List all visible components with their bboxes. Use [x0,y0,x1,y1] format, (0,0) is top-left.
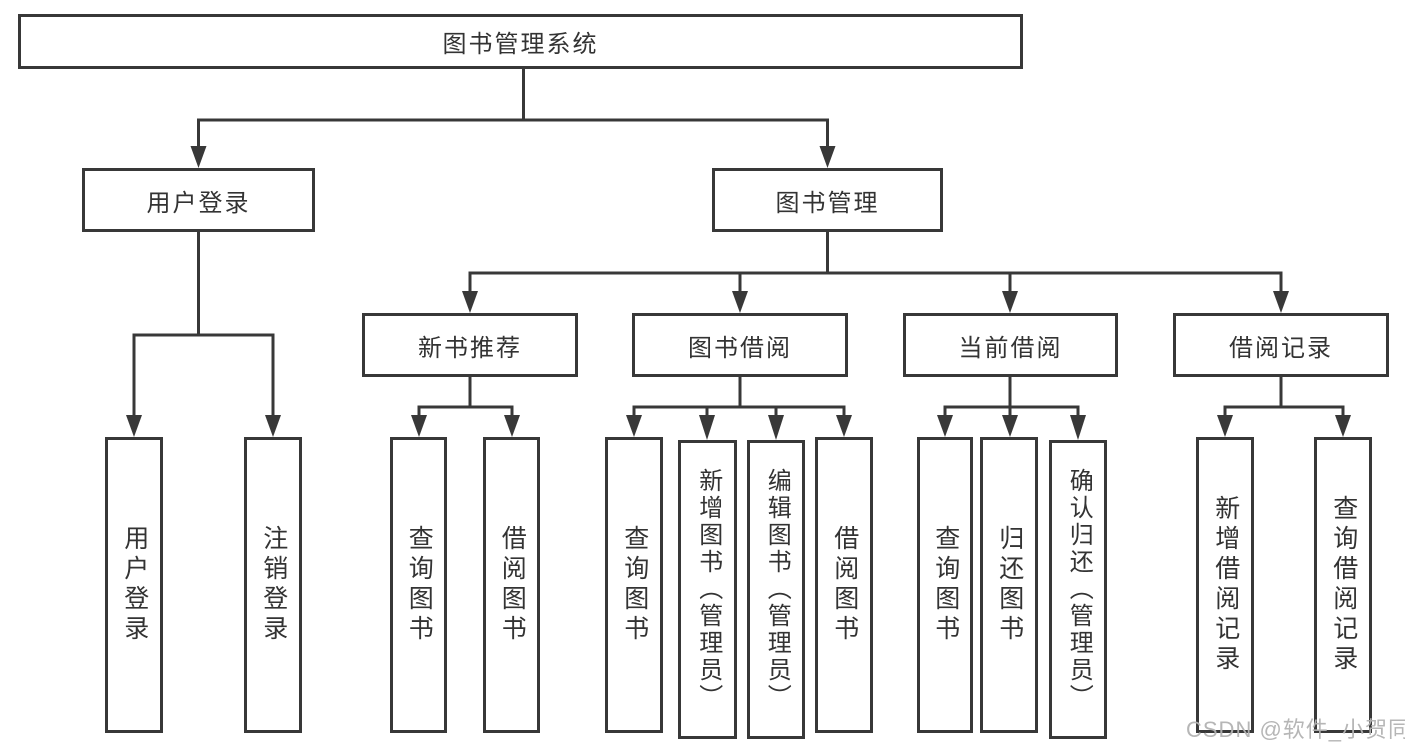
node-book-management-label: 图书管理 [775,189,880,217]
node-user-login: 用户登录 [82,168,315,232]
node-book-borrow-label: 图书借阅 [688,334,792,362]
leaf-borrow-books-borrow-label: 借阅图书 [830,525,859,645]
connector-borrow-records-arrowheads [1217,415,1351,437]
leaf-return-books-label: 归还图书 [995,525,1024,645]
node-root-library-system: 图书管理系统 [18,14,1023,69]
leaf-edit-book-admin: 编辑图书（管理员） [747,440,805,739]
connector-user-login-children [132,232,275,419]
leaf-user-login-label: 用户登录 [120,525,149,645]
leaf-add-book-admin-label: 新增图书（管理员） [694,468,722,711]
node-borrow-records-label: 借阅记录 [1229,334,1333,362]
node-new-book-recommend-label: 新书推荐 [418,334,522,362]
leaf-query-borrow-record: 查询借阅记录 [1314,437,1372,733]
leaf-edit-book-admin-label: 编辑图书（管理员） [763,468,791,711]
leaf-add-borrow-record-label: 新增借阅记录 [1211,495,1240,675]
node-borrow-records: 借阅记录 [1173,313,1389,377]
node-book-borrow: 图书借阅 [632,313,848,377]
connector-borrow-records-children [1223,377,1345,419]
connector-new-book-arrowheads [411,415,520,437]
leaf-query-books-recommend: 查询图书 [390,437,447,733]
connector-current-borrow-children [943,377,1080,419]
leaf-borrow-books-recommend-label: 借阅图书 [498,525,527,645]
connector-current-borrow-arrowheads [937,415,1086,440]
leaf-confirm-return-admin: 确认归还（管理员） [1049,440,1107,739]
connector-root-to-level2 [197,69,829,150]
leaf-confirm-return-admin-label: 确认归还（管理员） [1065,468,1093,711]
connector-book-borrow-children [632,377,846,419]
node-current-borrow: 当前借阅 [903,313,1118,377]
connector-root-to-level2-arrowheads [190,146,836,168]
node-current-borrow-label: 当前借阅 [958,334,1063,362]
leaf-user-login: 用户登录 [105,437,163,733]
node-book-management: 图书管理 [712,168,943,232]
connector-new-book-children [417,377,514,419]
leaf-query-books-current: 查询图书 [917,437,973,733]
leaf-add-book-admin: 新增图书（管理员） [678,440,737,739]
leaf-query-books-recommend-label: 查询图书 [405,525,434,645]
node-user-login-label: 用户登录 [146,189,251,217]
connector-book-management-children [468,232,1283,295]
leaf-query-books-borrow: 查询图书 [605,437,663,733]
leaf-logout-label: 注销登录 [259,525,288,645]
leaf-query-books-current-label: 查询图书 [931,525,960,645]
connector-book-management-arrowheads [462,291,1289,313]
leaf-add-borrow-record: 新增借阅记录 [1196,437,1254,733]
leaf-borrow-books-recommend: 借阅图书 [483,437,540,733]
connector-book-borrow-arrowheads [626,415,852,440]
leaf-return-books: 归还图书 [980,437,1038,733]
leaf-logout: 注销登录 [244,437,302,733]
connector-user-login-arrowheads [126,415,281,437]
watermark: CSDN @软件_小贺同学 [1186,717,1405,742]
node-root-label: 图书管理系统 [442,31,599,58]
leaf-query-borrow-record-label: 查询借阅记录 [1329,495,1358,675]
leaf-query-books-borrow-label: 查询图书 [620,525,649,645]
leaf-borrow-books-borrow: 借阅图书 [815,437,873,733]
node-new-book-recommend: 新书推荐 [362,313,578,377]
